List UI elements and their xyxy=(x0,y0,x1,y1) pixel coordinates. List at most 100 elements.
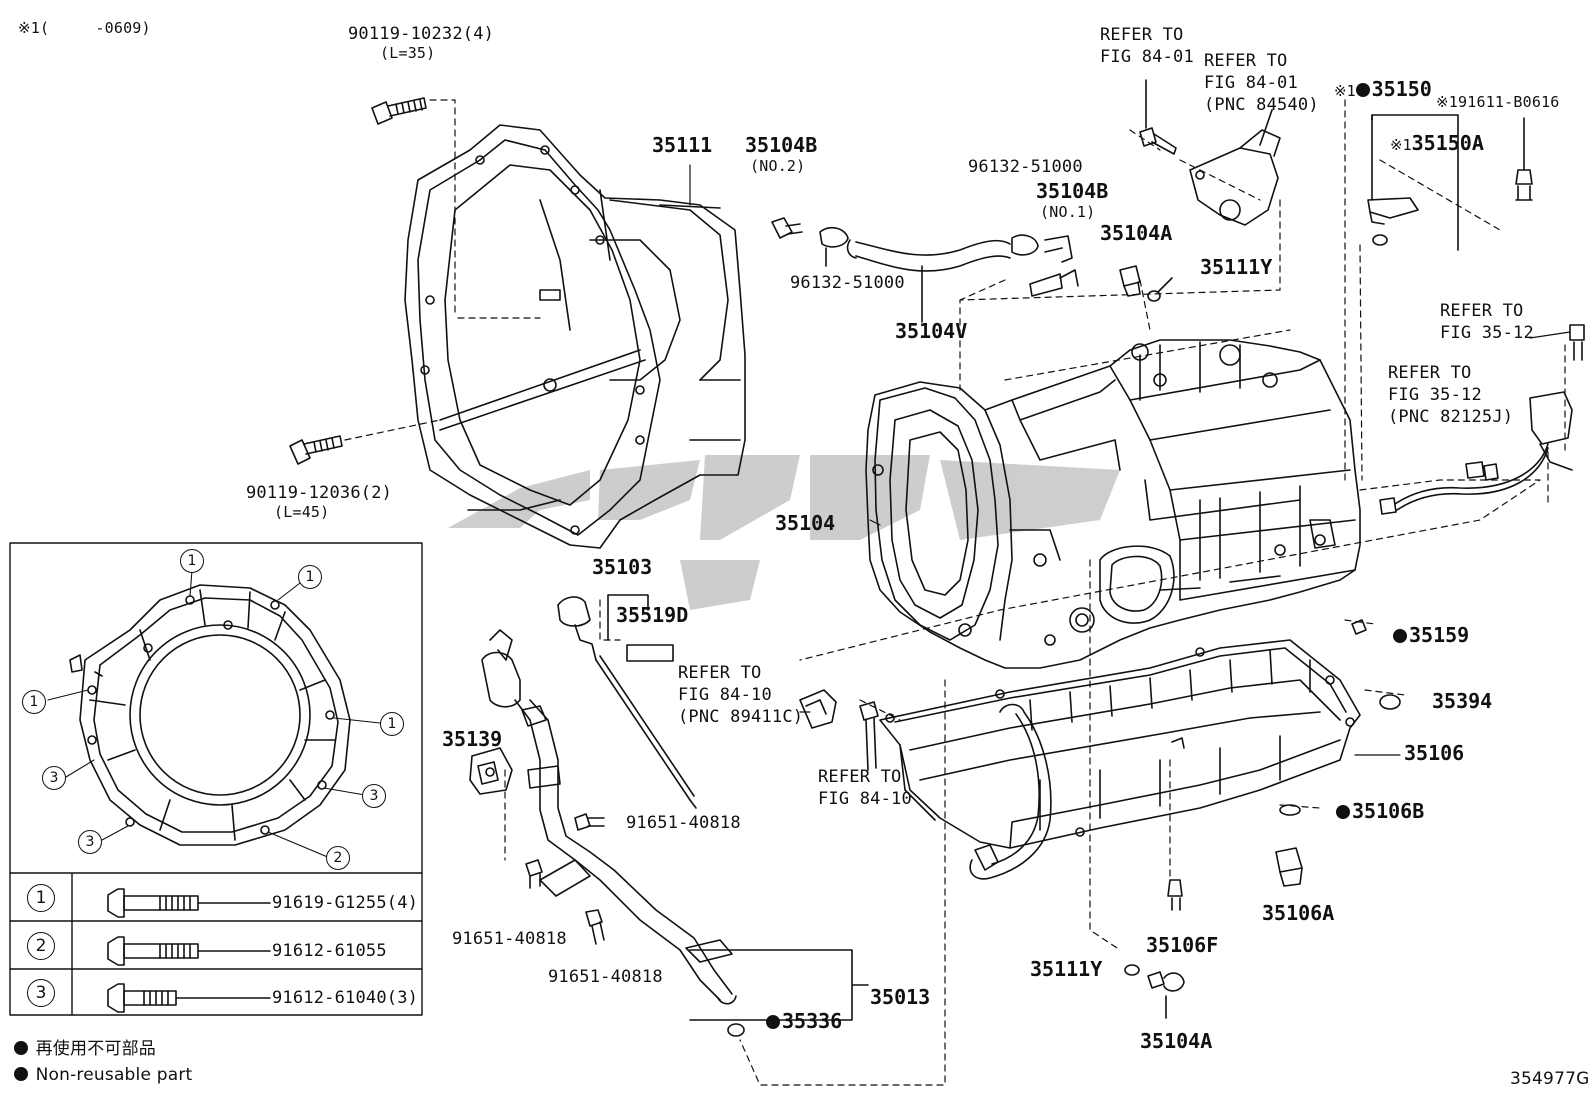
pan-bolt-icon xyxy=(859,701,879,771)
label-hose-no1: 35104B xyxy=(1036,179,1109,203)
label-solenoid-number: 35150 xyxy=(1371,77,1432,101)
oring-bottom-icon xyxy=(1124,964,1140,976)
dipstick-bracket-line xyxy=(607,594,649,641)
table-row-1-number: 1 xyxy=(27,884,55,912)
label-solenoid: ※1 35150 xyxy=(1334,78,1432,102)
oil-pan-icon xyxy=(879,639,1361,880)
label-bolt-b: 91651-40818 xyxy=(452,929,567,949)
inset-callout-1: 1 xyxy=(180,549,204,573)
label-hose-no1-sub: (NO.1) xyxy=(1040,203,1096,221)
gasket-icon xyxy=(1351,619,1367,635)
table-row-2-part: 91612-61055 xyxy=(272,941,387,961)
oring-pan-icon xyxy=(1379,694,1401,710)
label-clamp-b: 96132-51000 xyxy=(790,273,905,293)
speed-sensor-2-icon xyxy=(799,689,837,729)
table-row-1-part: 91619-G1255(4) xyxy=(272,893,419,913)
label-plug-bottom: 35104A xyxy=(1140,1029,1213,1053)
label-clamp-a: 96132-51000 xyxy=(968,157,1083,177)
label-solenoid-bolt: ※191611-B0616 xyxy=(1436,93,1560,111)
label-oring-pan: 35394 xyxy=(1432,689,1493,713)
bracket-35139-icon xyxy=(469,747,513,795)
hose-assembly-icon xyxy=(771,217,1079,323)
plug-bottom-icon xyxy=(1147,971,1185,1019)
inset-callout-1: 1 xyxy=(22,690,46,714)
label-hose: 35104V xyxy=(895,319,968,343)
non-reusable-dot xyxy=(1355,83,1370,97)
transmission-case-icon xyxy=(865,339,1361,669)
label-bolt-top: 90119-10232(4) xyxy=(348,24,495,44)
inset-callout-3: 3 xyxy=(42,766,66,790)
inset-callout-1: 1 xyxy=(298,565,322,589)
label-gasket-drain: 35106B xyxy=(1336,800,1424,822)
label-pan: 35106 xyxy=(1404,741,1465,765)
label-oring-tube: 35336 xyxy=(766,1010,842,1032)
label-oring-bottom: 35111Y xyxy=(1030,957,1103,981)
inset-bellhousing-icon xyxy=(69,584,351,846)
table-row-3-number: 3 xyxy=(27,979,55,1007)
label-bolt-top-length: (L=35) xyxy=(380,44,436,62)
legend-japanese-text: 再使用不可部品 xyxy=(35,1039,157,1059)
label-housing: 35111 xyxy=(652,133,713,157)
table-row-3-part: 91612-61040(3) xyxy=(272,988,419,1008)
table-bolt-1-icon xyxy=(107,888,271,918)
drain-gasket-icon xyxy=(1279,804,1301,816)
label-refer-e1: REFER TO xyxy=(678,663,762,683)
table-row-2-number: 2 xyxy=(27,932,55,960)
non-reusable-dot xyxy=(1336,805,1350,819)
plug-top-icon xyxy=(1119,265,1141,297)
label-solenoid-a-number: 35150A xyxy=(1411,131,1484,155)
table-bolt-3-icon xyxy=(107,983,271,1013)
label-tag: 35519D xyxy=(616,603,689,627)
label-oring-top: 35111Y xyxy=(1200,255,1273,279)
magnet-icon xyxy=(1167,879,1183,911)
bolt-91651-b-icon xyxy=(525,859,543,889)
label-hose-no2: 35104B xyxy=(745,133,818,157)
bolt-91651-c-icon xyxy=(585,909,605,945)
label-bolt-mid-length: (L=45) xyxy=(274,503,330,521)
inset-leaders xyxy=(47,569,381,859)
bolt-top-icon xyxy=(371,97,427,125)
inset-callout-3: 3 xyxy=(362,784,386,808)
solenoid-icon xyxy=(1367,114,1459,251)
leader-lines xyxy=(344,99,1566,1086)
wire-harness-icon xyxy=(1379,324,1585,515)
header-note: ※1( -0609) xyxy=(18,19,151,37)
dipstick-icon xyxy=(557,596,697,809)
oring-tube-icon xyxy=(727,1023,745,1037)
label-bolt-c: 91651-40818 xyxy=(548,967,663,987)
speed-sensor-icon xyxy=(1189,109,1281,226)
label-leaders xyxy=(689,164,1571,756)
label-refer-e3: (PNC 89411C) xyxy=(678,707,804,727)
drain-plug-icon xyxy=(1275,847,1303,887)
label-refer-f2: FIG 84-10 xyxy=(818,789,912,809)
legend-japanese: 再使用不可部品 xyxy=(14,1040,156,1059)
non-reusable-dot xyxy=(14,1067,28,1081)
non-reusable-dot xyxy=(14,1041,28,1055)
label-refer-b2: FIG 84-01 xyxy=(1204,73,1298,93)
label-refer-e2: FIG 84-10 xyxy=(678,685,772,705)
inset-callout-3: 3 xyxy=(78,830,102,854)
label-solenoid-a: ※135150A xyxy=(1390,132,1484,156)
label-bracket: 35139 xyxy=(442,727,503,751)
label-gasket-drain-number: 35106B xyxy=(1352,799,1425,823)
label-refer-a1: REFER TO xyxy=(1100,25,1184,45)
label-refer-f1: REFER TO xyxy=(818,767,902,787)
watermark-logo xyxy=(448,455,1120,610)
inset-callout-1: 1 xyxy=(380,712,404,736)
tag-icon xyxy=(626,644,674,662)
label-solenoid-a-mark: ※1 xyxy=(1390,136,1412,154)
label-solenoid-mark: ※1 xyxy=(1334,82,1356,100)
sensor-bolt-icon xyxy=(1139,79,1177,155)
label-refer-d3: (PNC 82125J) xyxy=(1388,407,1514,427)
label-oring-tube-number: 35336 xyxy=(782,1009,843,1033)
inset-callout-2: 2 xyxy=(326,846,350,870)
legend-english: Non-reusable part xyxy=(14,1066,192,1085)
label-bolt-a: 91651-40818 xyxy=(626,813,741,833)
label-refer-a2: FIG 84-01 xyxy=(1100,47,1194,67)
bolt-91651-a-icon xyxy=(574,813,605,831)
filler-tube-icon xyxy=(481,629,737,1005)
label-refer-d1: REFER TO xyxy=(1388,363,1472,383)
label-refer-d2: FIG 35-12 xyxy=(1388,385,1482,405)
label-case: 35104 xyxy=(775,511,836,535)
